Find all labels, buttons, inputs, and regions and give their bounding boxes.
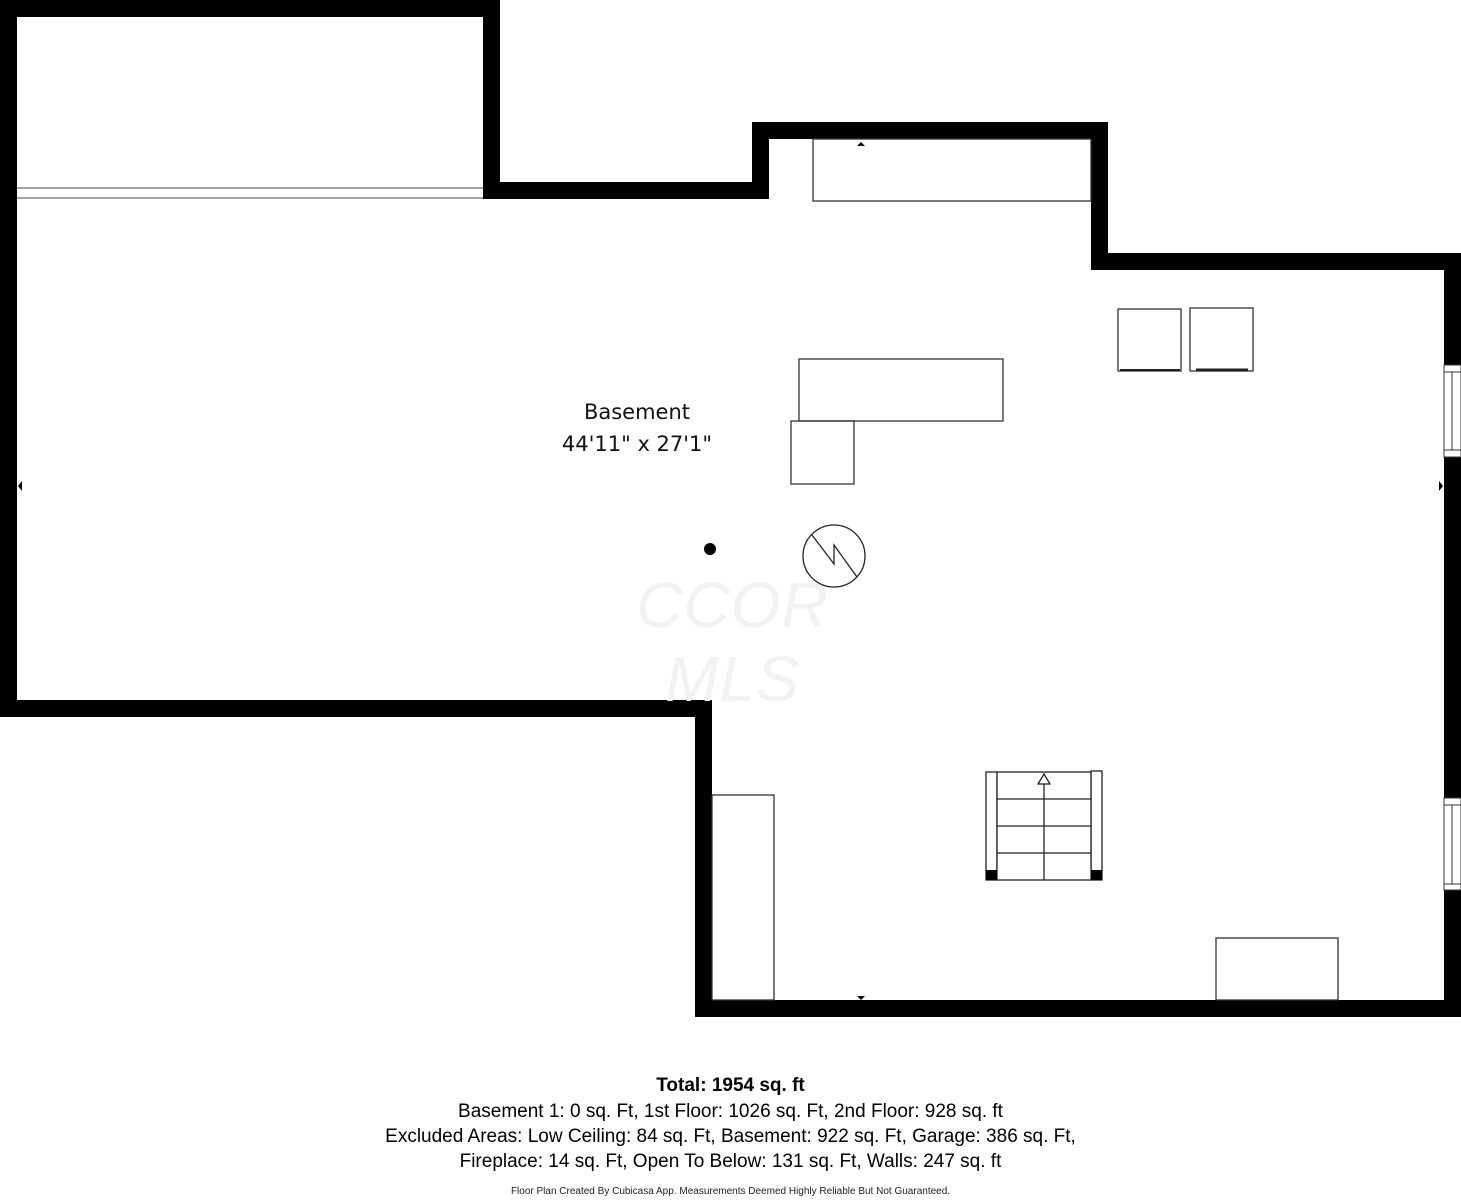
area-summary: Total: 1954 sq. ft Basement 1: 0 sq. Ft,… <box>0 1073 1461 1174</box>
room-dimensions: 44'11" x 27'1" <box>561 432 713 456</box>
wall-right-lower <box>1444 890 1461 1017</box>
wall-mid-top-short <box>483 182 769 199</box>
wall-right-upper <box>1444 253 1461 365</box>
window-icon <box>1443 364 1461 458</box>
utility-box <box>790 420 855 485</box>
disclaimer: Floor Plan Created By Cubicasa App. Meas… <box>510 1186 951 1197</box>
excluded-areas-2: Fireplace: 14 sq. Ft, Open To Below: 131… <box>459 1151 1002 1172</box>
wall-bottom <box>695 1000 1461 1017</box>
wall-mid-right-vertical <box>1091 122 1108 270</box>
window-icon <box>1443 797 1461 891</box>
walls <box>0 0 1461 1017</box>
excluded-areas-1: Excluded Areas: Low Ceiling: 84 sq. Ft, … <box>385 1126 1076 1147</box>
room-label: Basement 44'11" x 27'1" <box>537 396 737 460</box>
lightning-circle-icon <box>802 524 866 588</box>
workbench <box>798 358 1004 422</box>
wall-top-left <box>0 0 500 17</box>
wall-right-top <box>1091 253 1461 270</box>
floor-areas: Basement 1: 0 sq. Ft, 1st Floor: 1026 sq… <box>458 1101 1003 1122</box>
triangle-marker-icon <box>18 142 1443 1000</box>
watermark: CCOR MLS <box>636 569 829 715</box>
wall-top-left-right-side <box>483 0 500 199</box>
counter-top-alcove <box>812 138 1092 202</box>
shelving-left <box>711 794 775 1001</box>
total-area: Total: 1954 sq. ft <box>656 1075 805 1096</box>
wall-mid-top <box>752 122 1108 139</box>
room-name: Basement <box>583 400 691 424</box>
wall-left <box>0 0 17 717</box>
wall-bottom-left-vertical <box>695 700 712 1017</box>
floor-plan <box>0 0 1461 1017</box>
wall-right-middle <box>1444 457 1461 798</box>
fixtures <box>711 138 1339 1001</box>
wall-lower-left-horizontal <box>0 700 712 717</box>
storage-bottom-right <box>1215 937 1339 1001</box>
stairs-up-icon <box>985 770 1103 881</box>
wall-mid-left-vertical <box>752 122 769 199</box>
column-dot-icon <box>704 543 716 555</box>
washer-appliance <box>1117 308 1182 372</box>
low-ceiling-divider <box>17 187 483 199</box>
dryer-appliance <box>1189 307 1254 372</box>
